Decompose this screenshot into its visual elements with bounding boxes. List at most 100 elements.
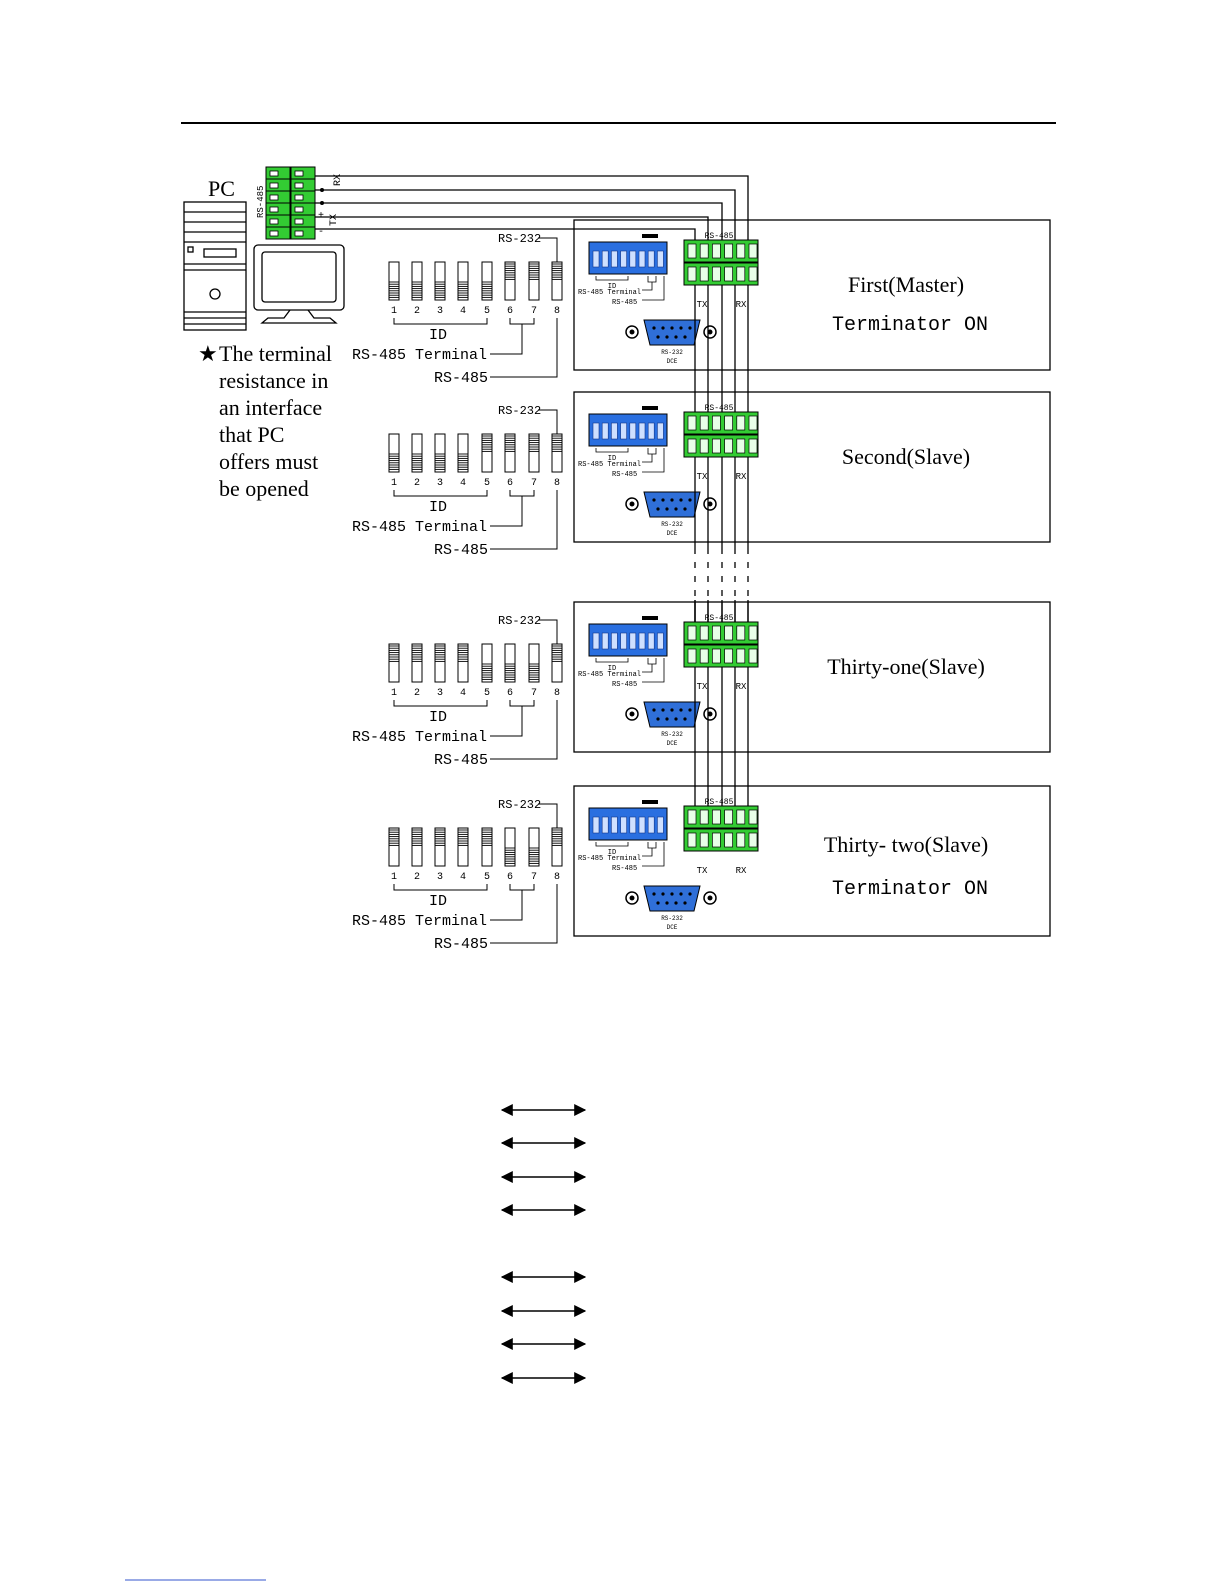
terminal-slot [736, 832, 746, 848]
rs232-label: RS-232 [498, 614, 541, 628]
terminal-slot [712, 648, 721, 664]
dip-block-marker [642, 616, 658, 620]
switch-number-8: 8 [554, 688, 560, 699]
terminal-leader [490, 324, 523, 355]
dip-switch-body [434, 827, 446, 867]
terminal-slot [699, 832, 709, 848]
terminal-leader [490, 706, 523, 737]
terminal-slot [724, 809, 733, 825]
dip-switch-body [411, 827, 423, 867]
unit-panel [573, 601, 1051, 753]
dip-block-key [657, 422, 664, 440]
dip-block-brackets [595, 658, 665, 683]
dip-rs485-label: RS-485 [612, 681, 637, 689]
rs485-terminal-label: RS-485 Terminal [352, 913, 487, 930]
terminal-slot [712, 243, 721, 259]
pc-rs485-connector [265, 166, 316, 240]
dip-switch-2 [411, 643, 423, 683]
terminal-bracket [509, 884, 535, 891]
terminal-slot [699, 625, 709, 641]
terminal-slot [699, 415, 709, 431]
dce-label: DCE [667, 740, 678, 747]
terminal-slot [736, 243, 746, 259]
rs232-leader [538, 619, 558, 644]
rs232-label: RS-232 [498, 232, 541, 246]
db9-pin [670, 498, 674, 502]
db9-pin [665, 901, 669, 905]
switch-number-3: 3 [437, 688, 443, 699]
db9-pin [661, 326, 665, 330]
pc-connector-label: RS-485 [256, 186, 266, 218]
switch-number-5: 5 [484, 872, 490, 883]
dip-block-key [638, 632, 646, 650]
rs485-leader [490, 700, 558, 760]
terminal-slot [724, 243, 733, 259]
dip-block-marker [642, 406, 658, 410]
switch-number-7: 7 [531, 872, 537, 883]
db9-pin [670, 708, 674, 712]
rs485-leader [490, 490, 558, 550]
dip-block-key [638, 250, 646, 268]
dip-block [588, 807, 668, 841]
dip-block-key [657, 250, 664, 268]
dip-switch-body [388, 261, 400, 301]
dip-switch-8 [551, 827, 563, 867]
terminal-slot [724, 266, 733, 282]
dip-block-key [620, 632, 627, 650]
dip-switch-body [434, 433, 446, 473]
terminal-slot [687, 266, 697, 282]
db9-pin [656, 335, 660, 339]
dip-block-key [611, 250, 618, 268]
dip-switch-4 [457, 433, 469, 473]
dip-switch-body [481, 827, 493, 867]
dip-terminal-label: RS-485 Terminal [578, 855, 641, 863]
dip-switch-1 [388, 827, 400, 867]
dip-switch-6 [504, 433, 516, 473]
dip-switch-body [504, 827, 516, 867]
note-line-2: resistance in [219, 368, 329, 393]
dip-id-label: ID [608, 455, 616, 463]
dip-rs485-label: RS-485 [612, 471, 637, 479]
unit-status: Terminator ON [832, 878, 988, 901]
terminal-slot [712, 415, 721, 431]
id-label: ID [429, 327, 447, 344]
db9-pin [656, 717, 660, 721]
dce-label: DCE [667, 530, 678, 537]
port-screw-left-dot [629, 501, 635, 507]
db9-pin [688, 326, 692, 330]
dip-switch-4 [457, 827, 469, 867]
switch-number-7: 7 [531, 478, 537, 489]
db9-pin [661, 708, 665, 712]
rs232-leader [538, 803, 558, 828]
switch-number-8: 8 [554, 478, 560, 489]
dip-switch-6 [504, 261, 516, 301]
terminal-slot [748, 415, 758, 431]
switch-number-1: 1 [391, 872, 397, 883]
terminal-slot [748, 625, 758, 641]
port-screw-right-dot [707, 895, 713, 901]
dip-term-bracket [647, 276, 657, 283]
dip-switch-body [528, 433, 540, 473]
dip-rs485-label: RS-485 [612, 299, 637, 307]
rx-label: RX [736, 682, 747, 692]
dce-port-label: RS-232 [661, 521, 683, 528]
dip-block-key [601, 422, 609, 440]
dip-terminal-label: RS-485 Terminal [578, 461, 641, 469]
switch-number-1: 1 [391, 306, 397, 317]
switch-brackets [393, 237, 558, 378]
dip-rs485-label: RS-485 [612, 865, 637, 873]
port-screw-left-dot [629, 711, 635, 717]
dip-switch-3 [434, 433, 446, 473]
db9-pin [679, 892, 683, 896]
rs232-leader [538, 237, 558, 262]
terminal-slot [712, 625, 721, 641]
terminal-slot [699, 438, 709, 454]
dip-term-bracket [647, 842, 657, 849]
dip-block-brackets [595, 276, 665, 301]
db9-pin [661, 892, 665, 896]
rs232-leader [538, 409, 558, 434]
terminal-slot [724, 438, 733, 454]
unit-name: Thirty-one(Slave) [827, 654, 985, 679]
terminal-block-label: RS-485 [705, 232, 734, 241]
dip-switch-body [504, 433, 516, 473]
